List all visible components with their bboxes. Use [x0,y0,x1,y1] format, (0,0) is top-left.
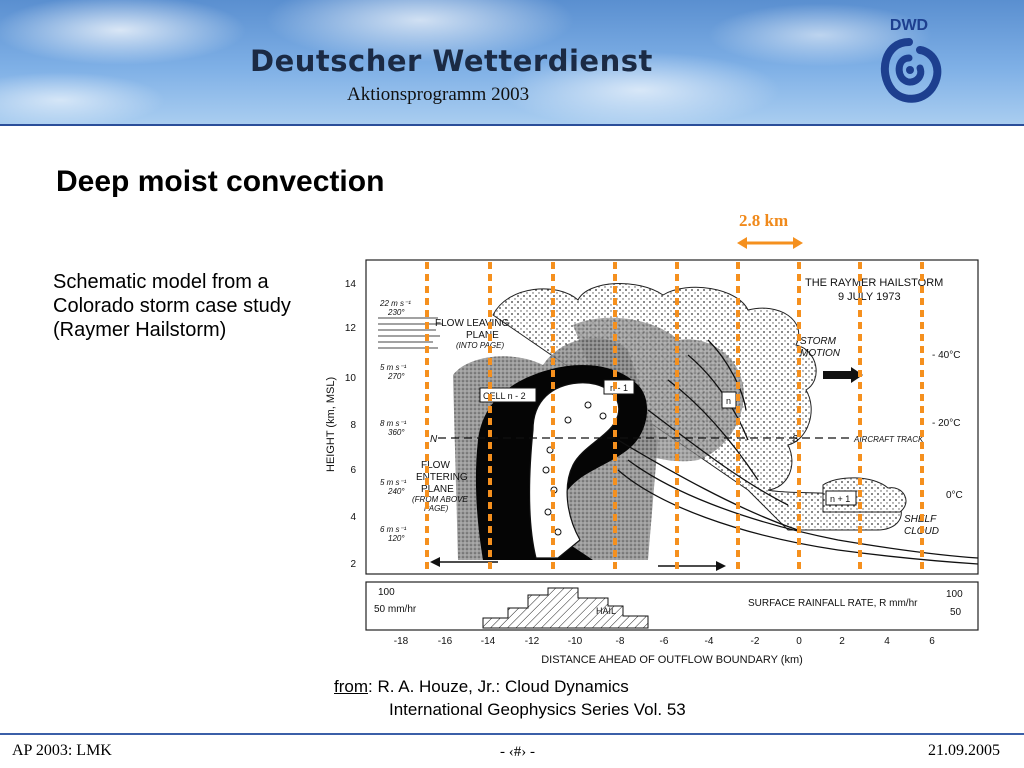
x-axis-label: DISTANCE AHEAD OF OUTFLOW BOUNDARY (km) [541,654,803,666]
x-tick: 2 [839,636,845,647]
footer-divider [0,733,1024,735]
from-above: (FROM ABOVE [412,495,468,504]
logo-text: DWD [890,17,928,34]
footer-page-number: - ‹#› - [500,744,535,760]
np1-box [825,490,857,506]
wind-dir-4: 240° [387,487,405,496]
dwd-logo-icon: DWD [880,17,942,103]
hail-label: HAIL [596,606,616,616]
citation-line-2: International Geophysics Series Vol. 53 [389,700,686,719]
x-tick: -6 [660,636,669,647]
into-page: (INTO PAGE) [456,341,504,350]
rainfall-panel [365,581,979,631]
rainfall-axis-labels: 100 50 mm/hr 100 50 SURFACE RAINFALL RAT… [374,587,963,618]
x-tick: -4 [705,636,714,647]
x-tick: 0 [796,636,802,647]
wind-speed-1: 22 m s⁻¹ [379,299,411,308]
s-marker: S [792,434,799,445]
y-axis-label: HEIGHT (km, MSL) [325,377,337,472]
fig-title-1: THE RAYMER HAILSTORM [805,277,943,289]
wind-speed-5: 6 m s⁻¹ [380,525,407,534]
citation: from: R. A. Houze, Jr.: Cloud Dynamics I… [334,675,686,721]
flow-entering-3: PLANE [421,484,454,495]
n1-box [603,379,635,395]
wind-speed-3: 8 m s⁻¹ [380,419,407,428]
header-banner: Deutscher Wetterdienst Aktionsprogramm 2… [0,0,1024,126]
y-tick: 6 [350,465,356,476]
streamlines [617,339,979,565]
y-tick: 2 [350,559,356,570]
y-tick: 14 [345,279,357,290]
temp-20: - 20°C [932,418,960,429]
y-tick: 8 [350,420,356,431]
citation-source: : R. A. Houze, Jr.: Cloud Dynamics [368,677,629,696]
aircraft-label: AIRCRAFT TRACK [853,435,924,444]
temperature-labels: - 40°C - 20°C 0°C [932,350,963,501]
storm-motion-arrow [823,367,863,383]
n-label: n [726,396,731,406]
x-tick: 4 [884,636,890,647]
wind-speed-2: 5 m s⁻¹ [380,363,407,372]
orange-guide-lines [425,262,924,570]
y-tick: 12 [345,323,357,334]
dwd-swirl-icon [880,38,942,103]
n-marker: N [430,434,438,445]
rain-right-100: 100 [946,589,963,600]
flow-entering-2: ENTERING [416,472,468,483]
x-tick: -8 [616,636,625,647]
y-tick: 10 [345,373,357,384]
np1-label: n + 1 [830,494,850,504]
rain-right-50: 50 [950,607,962,618]
brand-name: Deutscher Wetterdienst [250,44,653,78]
wind-dir-1: 230° [387,308,405,317]
x-tick: -10 [568,636,583,647]
scale-label: 2.8 km [739,211,789,230]
slide-title: Deep moist convection [56,165,385,198]
page-label: PAGE) [424,504,449,513]
temp-0: 0°C [946,490,963,501]
rainfall-histogram [482,587,649,629]
plane-1: PLANE [466,330,499,341]
x-tick: -12 [525,636,540,647]
x-tick: -2 [751,636,760,647]
fig-title-2: 9 JULY 1973 [838,291,901,303]
footer-left: AP 2003: LMK [12,742,112,759]
raymer-hailstorm-figure: THE RAYMER HAILSTORM 9 JULY 1973 FLOW LE… [325,259,979,666]
wind-dir-5: 120° [388,534,405,543]
rainfall-label: SURFACE RAINFALL RATE, R mm/hr [748,598,918,609]
cell-n2: CELL n - 2 [483,391,526,401]
storm-label: STORM [800,336,837,347]
brand-subtitle: Aktionsprogramm 2003 [347,84,530,105]
x-tick: -16 [438,636,453,647]
wind-labels: 22 m s⁻¹ 230° 5 m s⁻¹ 270° 8 m s⁻¹ 360° … [379,299,411,543]
rain-left-100: 100 [378,587,395,598]
wind-dir-2: 270° [387,372,405,381]
y-axis-ticks: 14 12 10 8 6 4 2 [345,279,357,570]
rain-left-50: 50 mm/hr [374,604,417,615]
wind-speed-4: 5 m s⁻¹ [380,478,407,487]
slide-description: Schematic model from a Colorado storm ca… [53,271,291,341]
flow-entering-1: FLOW [421,460,450,471]
n1-label: n - 1 [610,383,628,393]
scale-arrow [737,237,803,249]
footer-date: 21.09.2005 [928,742,1000,759]
motion-label: MOTION [800,348,841,359]
temp-40: - 40°C [932,350,960,361]
citation-from: from [334,677,368,696]
x-tick: -14 [481,636,496,647]
y-tick: 4 [350,512,356,523]
x-axis-ticks: -18 -16 -14 -12 -10 -8 -6 -4 -2 0 2 4 6 [394,636,935,647]
x-tick: -18 [394,636,409,647]
citation-line-1: from: R. A. Houze, Jr.: Cloud Dynamics [334,675,686,698]
flow-leaving: FLOW LEAVING [435,318,509,329]
cell-n2-box [479,387,537,403]
updraft-circles [542,401,607,536]
wind-dir-3: 360° [388,428,405,437]
x-tick: 6 [929,636,935,647]
